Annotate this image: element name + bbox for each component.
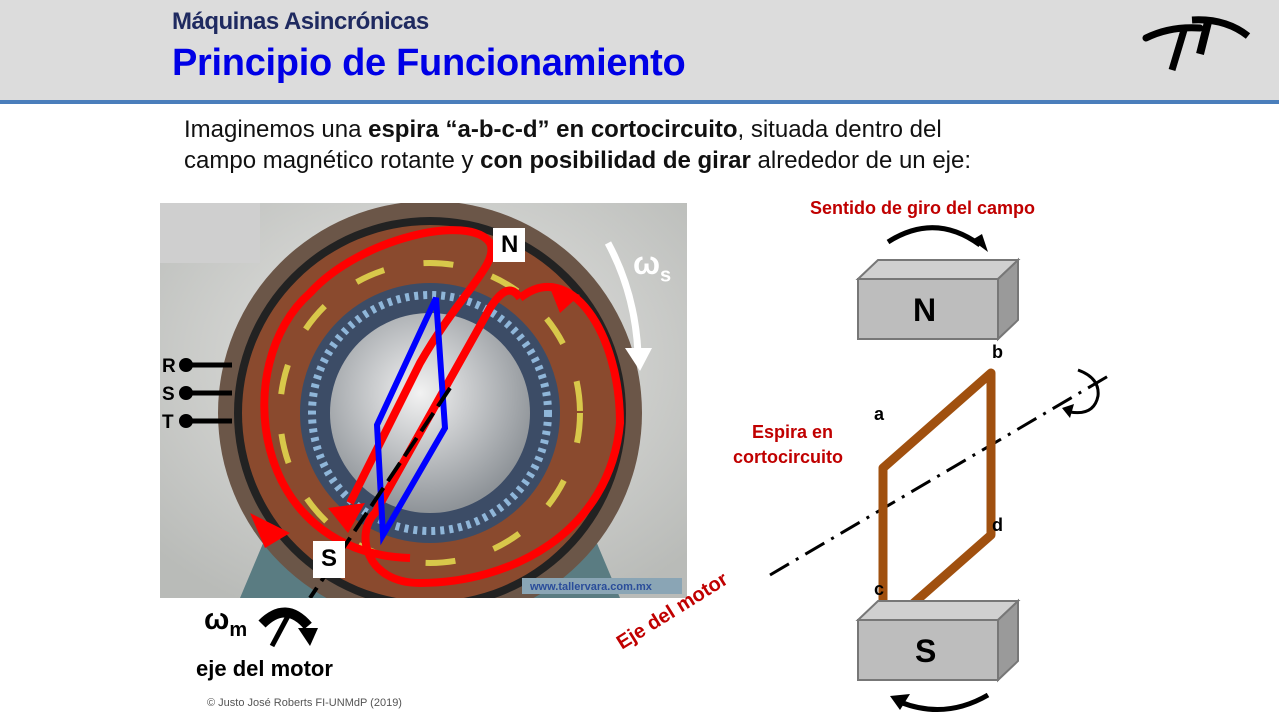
phase-terminals [179, 358, 232, 428]
north-magnet-label: N [913, 292, 937, 328]
omega-s-label: ωs [633, 245, 671, 287]
field-rotation-bottom-arrow [899, 692, 990, 713]
intro-text: Imaginemos una [184, 116, 369, 143]
field-rotation-top-arrow [886, 225, 982, 248]
shaft-rotation-arrow-icon [258, 607, 318, 648]
header-bar [0, 0, 1279, 100]
south-pole-box [313, 541, 345, 578]
intro-text: campo magnético rotante y [184, 147, 481, 174]
omega-symbol: ω [633, 245, 661, 281]
axis-rotation-icon [1069, 368, 1100, 415]
header-divider [0, 100, 1279, 104]
north-pole-label: N [501, 231, 519, 258]
south-magnet-label: S [915, 633, 937, 669]
intro-text: alrededor de un eje: [750, 147, 972, 174]
corner-label-b: b [992, 342, 1003, 362]
motor-shaft-label: eje del motor [196, 656, 333, 681]
photo-watermark: www.tallervara.com.mx [530, 581, 652, 593]
field-rotation-label: Sentido de giro del campo [810, 198, 1036, 218]
north-magnet [855, 257, 1021, 342]
copyright-footer: © Justo José Roberts FI-UNMdP (2019) [207, 697, 402, 709]
corner-label-d: d [992, 515, 1003, 535]
omega-subscript: m [229, 619, 248, 641]
south-magnet [855, 598, 1021, 683]
omega-m-label: ωm [204, 603, 247, 642]
intro-emphasis: con posibilidad de girar [480, 147, 751, 174]
slide-subtitle: Máquinas Asincrónicas [172, 8, 429, 35]
omega-subscript: s [660, 264, 672, 287]
omega-symbol: ω [204, 603, 230, 636]
loop-schematic [769, 225, 1111, 713]
corner-label-a: a [874, 404, 885, 424]
loop-label-line1: Espira en [752, 422, 834, 442]
phase-label-t: T [162, 412, 174, 433]
intro-emphasis: espira “a-b-c-d” en cortocircuito [368, 116, 738, 143]
short-circuit-loop [878, 368, 996, 635]
stator-photo [160, 203, 687, 598]
rotor-loop [373, 296, 449, 546]
motor-axis-line [769, 373, 1111, 577]
phase-label-r: R [162, 356, 176, 377]
intro-text: , situada dentro del [737, 116, 942, 143]
coil-path-1 [260, 226, 496, 562]
field-rotation-arrow [604, 241, 642, 354]
loop-label-line2: cortocircuito [733, 447, 844, 467]
institution-logo-icon [1142, 16, 1251, 72]
corner-label-c: c [874, 579, 885, 599]
south-pole-label: S [321, 545, 338, 572]
north-pole-box [493, 228, 525, 262]
phase-label-s: S [162, 384, 175, 405]
coil-path-2 [361, 282, 625, 588]
intro-paragraph: Imaginemos una espira “a-b-c-d” en corto… [184, 114, 1084, 176]
slide-title: Principio de Funcionamiento [172, 42, 686, 84]
